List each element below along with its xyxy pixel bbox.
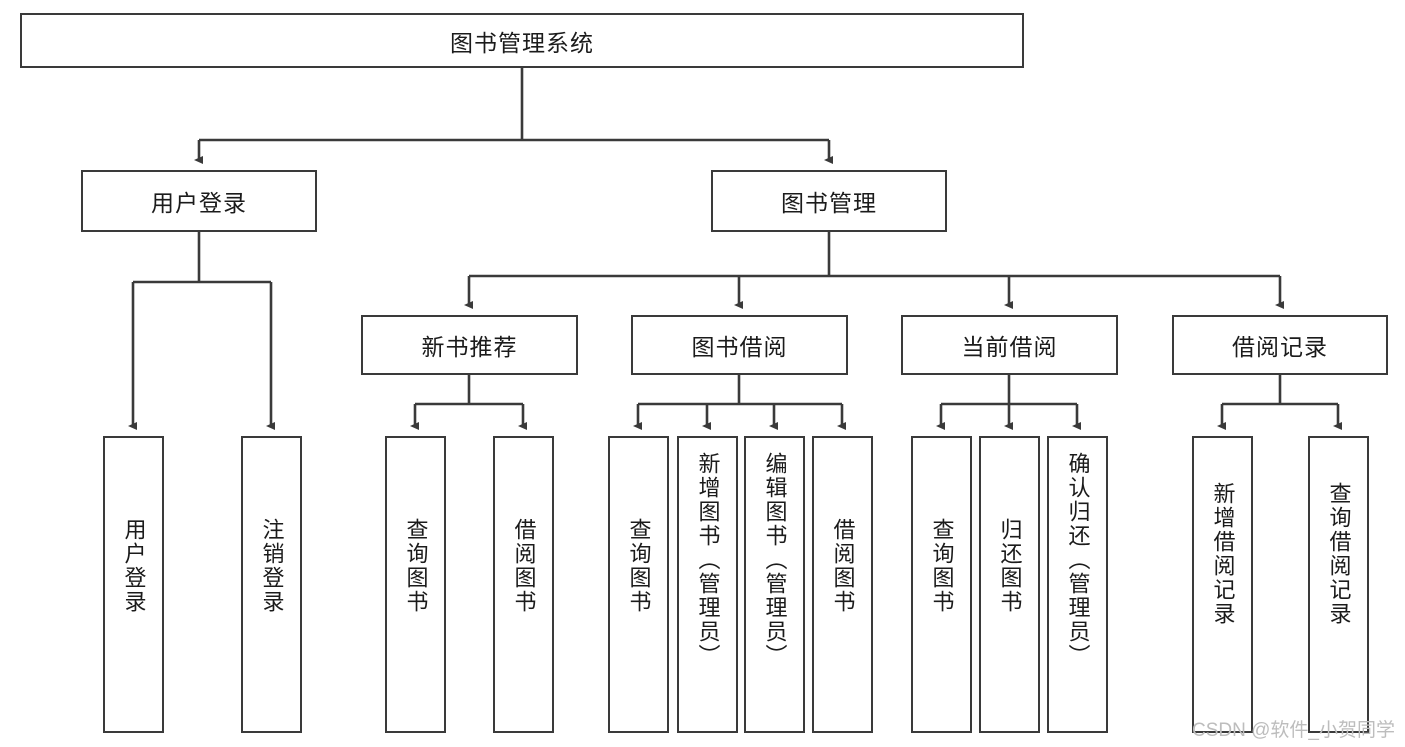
leaf-label: 新增借阅记录 [1210, 482, 1236, 626]
node-new-book-recommend[interactable]: 新书推荐 [361, 315, 578, 375]
node-user-login[interactable]: 用户登录 [81, 170, 317, 232]
leaf-record-add-record[interactable]: 新增借阅记录 [1192, 436, 1253, 733]
node-label: 借阅记录 [1232, 334, 1328, 360]
node-book-borrow[interactable]: 图书借阅 [631, 315, 848, 375]
node-borrow-record[interactable]: 借阅记录 [1172, 315, 1388, 375]
leaf-label: 确认归还（管理员） [1065, 452, 1091, 668]
node-label: 图书借阅 [691, 334, 788, 360]
leaf-label: 用户登录 [121, 518, 147, 614]
leaf-current-return-book[interactable]: 归还图书 [979, 436, 1040, 733]
node-label: 新书推荐 [421, 334, 518, 360]
node-root-system[interactable]: 图书管理系统 [20, 13, 1024, 68]
node-label: 用户登录 [151, 190, 247, 216]
node-book-management[interactable]: 图书管理 [711, 170, 947, 232]
node-label: 图书管理 [781, 190, 877, 216]
leaf-label: 新增图书（管理员） [695, 452, 721, 668]
leaf-label: 查询借阅记录 [1326, 482, 1352, 626]
leaf-newbook-query-book[interactable]: 查询图书 [385, 436, 446, 733]
leaf-label: 查询图书 [626, 518, 652, 614]
leaf-label: 查询图书 [403, 518, 429, 614]
leaf-label: 查询图书 [929, 518, 955, 614]
leaf-user-login[interactable]: 用户登录 [103, 436, 164, 733]
leaf-borrow-borrow-book[interactable]: 借阅图书 [812, 436, 873, 733]
leaf-current-confirm-return-admin[interactable]: 确认归还（管理员） [1047, 436, 1108, 733]
node-label: 图书管理系统 [450, 29, 594, 56]
csdn-watermark: CSDN @软件_小贺同学 [1192, 720, 1395, 741]
leaf-newbook-borrow-book[interactable]: 借阅图书 [493, 436, 554, 733]
leaf-label: 注销登录 [259, 518, 285, 614]
node-current-borrow[interactable]: 当前借阅 [901, 315, 1118, 375]
leaf-current-query-book[interactable]: 查询图书 [911, 436, 972, 733]
leaf-label: 借阅图书 [511, 518, 537, 614]
leaf-label: 借阅图书 [830, 518, 856, 614]
leaf-label: 编辑图书（管理员） [762, 452, 788, 668]
leaf-borrow-add-book-admin[interactable]: 新增图书（管理员） [677, 436, 738, 733]
leaf-record-query-record[interactable]: 查询借阅记录 [1308, 436, 1369, 733]
leaf-borrow-edit-book-admin[interactable]: 编辑图书（管理员） [744, 436, 805, 733]
node-label: 当前借阅 [961, 334, 1058, 360]
leaf-label: 归还图书 [997, 518, 1023, 614]
leaf-user-logout[interactable]: 注销登录 [241, 436, 302, 733]
leaf-borrow-query-book[interactable]: 查询图书 [608, 436, 669, 733]
